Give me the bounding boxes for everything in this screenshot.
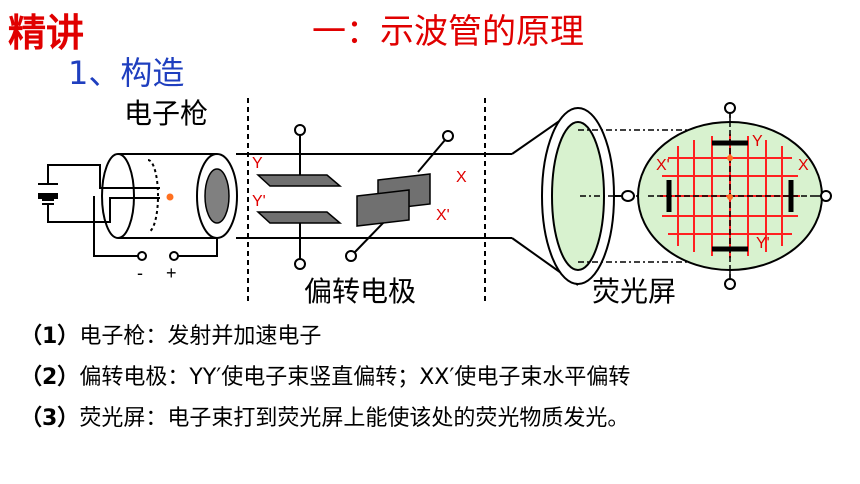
note-text: YY′使电子束竖直偏转；XX′使电子束水平偏转	[189, 365, 631, 390]
note-number: （3）	[20, 406, 80, 431]
screen-label-y: Y	[752, 133, 763, 150]
screen-terminal-right	[820, 190, 832, 202]
fluorescent-screen-label: 荧光屏	[592, 275, 677, 308]
screen-terminal-bottom	[724, 278, 736, 290]
deflection-electrode-label: 偏转电极	[304, 275, 417, 308]
electron-source-dot	[166, 193, 174, 201]
screen-spot-top	[727, 155, 733, 161]
note-label: 电子枪：	[79, 324, 168, 349]
note-deflection-electrode: （2）偏转电极：YY′使电子束竖直偏转；XX′使电子束水平偏转	[20, 359, 630, 391]
note-text: 电子束打到荧光屏上能使该处的荧光物质发光。	[167, 406, 630, 431]
xx-plates	[345, 130, 454, 262]
plate-label-y-prime: Y'	[252, 193, 266, 210]
screen-label-y-prime: Y'	[756, 235, 770, 252]
section-heading: 1、构造	[68, 54, 185, 92]
note-text: 发射并加速电子	[167, 324, 322, 349]
note-fluorescent-screen: （3）荧光屏：电子束打到荧光屏上能使该处的荧光物质发光。	[20, 400, 629, 432]
screen-terminal-top	[724, 102, 736, 114]
note-label: 偏转电极：	[79, 365, 190, 390]
plate-label-x: X	[456, 169, 467, 186]
electron-gun-label: 电子枪	[124, 97, 209, 130]
terminal-minus: -	[137, 263, 143, 283]
screen-label-x: X	[798, 157, 809, 174]
screen-label-x-prime: X'	[656, 157, 670, 174]
topic-tag: 精讲	[8, 11, 85, 55]
plate-label-y: Y	[252, 155, 263, 172]
page-title: 一：示波管的原理	[312, 12, 584, 52]
note-number: （2）	[20, 365, 80, 390]
yy-plates	[256, 124, 343, 270]
plate-label-x-prime: X'	[436, 207, 450, 224]
screen-connector-ring	[621, 190, 635, 202]
note-electron-gun: （1）电子枪：发射并加速电子	[20, 318, 321, 350]
screen-plate-bars	[666, 140, 794, 252]
terminal-plus: +	[166, 263, 177, 283]
gun-wiring	[38, 164, 218, 261]
note-label: 荧光屏：	[79, 406, 168, 431]
screen-spot-center	[727, 194, 733, 200]
gun-anode-hole	[204, 168, 230, 224]
electron-gun	[101, 153, 217, 239]
note-number: （1）	[20, 324, 80, 349]
